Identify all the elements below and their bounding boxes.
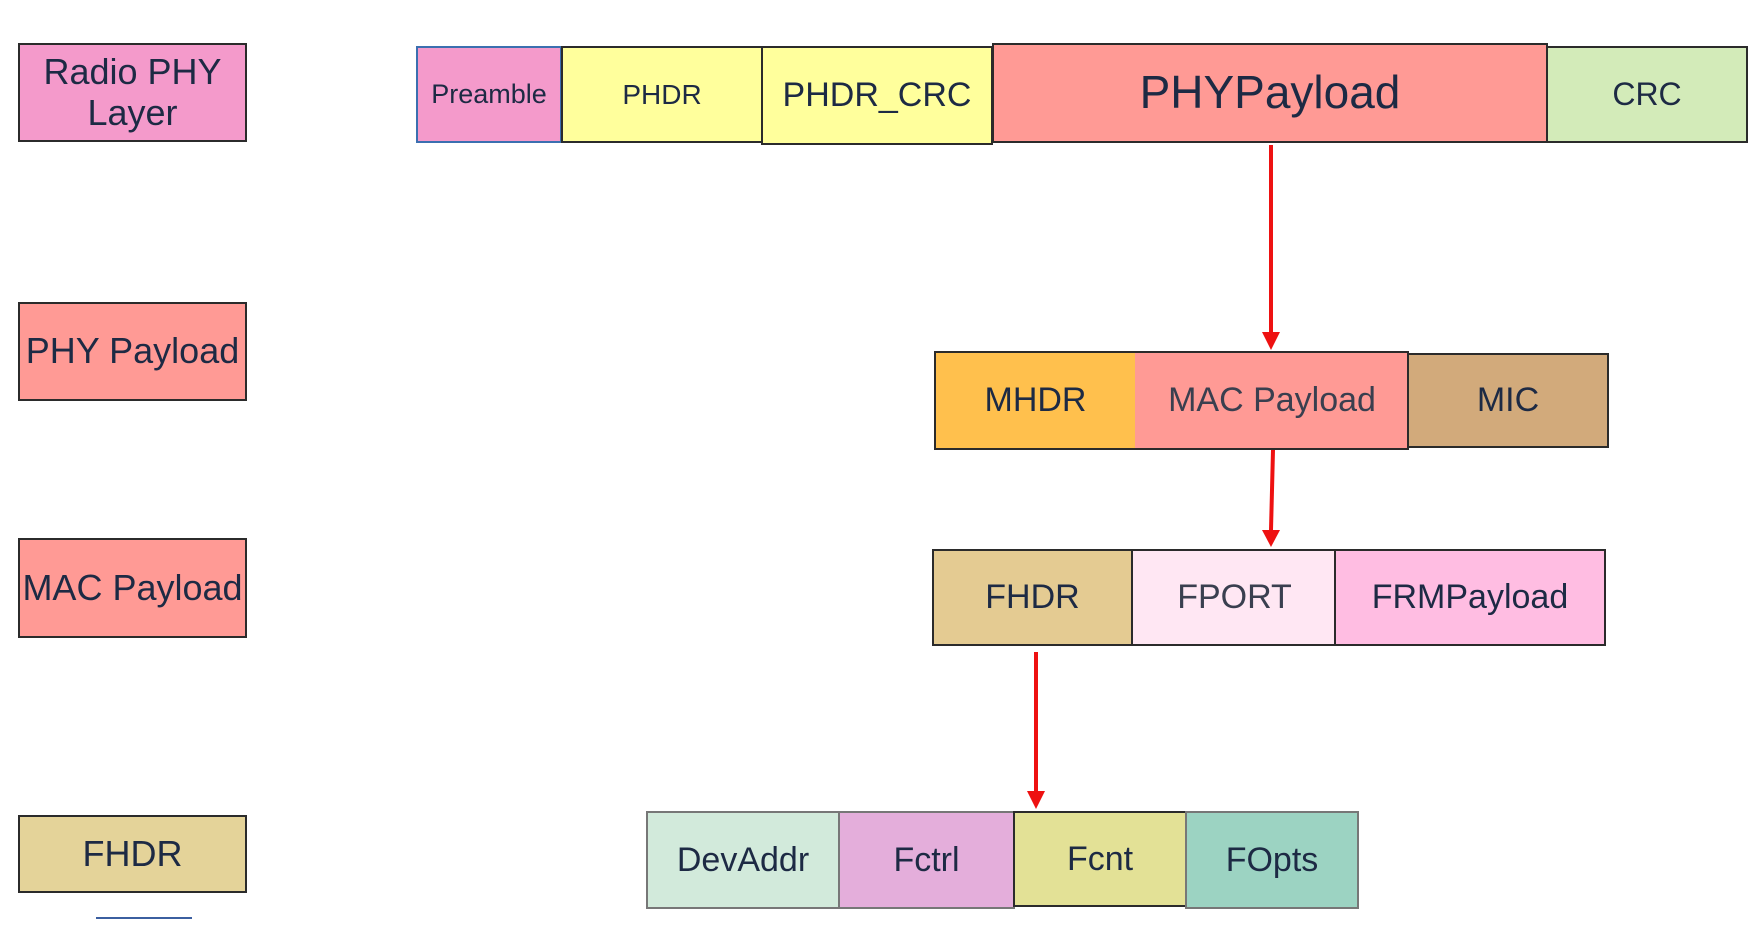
segment-frmpayload: FRMPayload bbox=[1334, 549, 1606, 646]
segment-crc-text: CRC bbox=[1612, 75, 1682, 112]
segment-frmpayload-text: FRMPayload bbox=[1371, 578, 1569, 617]
segment-fport-text: FPORT bbox=[1177, 578, 1292, 617]
segment-mic-text: MIC bbox=[1476, 381, 1540, 420]
segment-mac-payload-text: MAC Payload bbox=[1168, 381, 1376, 420]
segment-fctrl: Fctrl bbox=[838, 811, 1015, 909]
segment-phypayload: PHYPayload bbox=[992, 43, 1548, 143]
segment-fopts-text: FOpts bbox=[1225, 840, 1319, 879]
layer-label-radio-phy: Radio PHY Layer bbox=[18, 43, 247, 142]
segment-mhdr: MHDR bbox=[934, 351, 1137, 450]
layer-label-phy-payload: PHY Payload bbox=[18, 302, 247, 401]
layer-label-fhdr-text: FHDR bbox=[82, 832, 183, 874]
segment-devaddr: DevAddr bbox=[646, 811, 840, 909]
segment-preamble-text: Preamble bbox=[431, 79, 547, 110]
arrow-phypayload-to-mac-head bbox=[1262, 332, 1280, 350]
segment-phypayload-text: PHYPayload bbox=[1139, 66, 1401, 119]
segment-mic: MIC bbox=[1407, 353, 1609, 448]
segment-devaddr-text: DevAddr bbox=[676, 840, 810, 879]
layer-label-mac-payload-text: MAC Payload bbox=[22, 566, 243, 608]
segment-mac-payload: MAC Payload bbox=[1135, 351, 1409, 450]
arrow-mac-payload-to-fhdr-head bbox=[1262, 530, 1280, 547]
segment-phdr: PHDR bbox=[561, 46, 763, 143]
segment-fctrl-text: Fctrl bbox=[893, 840, 960, 879]
segment-mhdr-text: MHDR bbox=[984, 381, 1087, 420]
segment-phdr-text: PHDR bbox=[622, 78, 702, 110]
segment-preamble: Preamble bbox=[416, 46, 562, 143]
separator-line bbox=[96, 917, 192, 919]
arrow-mac-payload-to-fhdr bbox=[1269, 449, 1275, 531]
segment-fport: FPORT bbox=[1133, 549, 1336, 646]
layer-label-phy-payload-text: PHY Payload bbox=[25, 330, 240, 372]
segment-fhdr-text: FHDR bbox=[985, 578, 1080, 617]
layer-label-fhdr: FHDR bbox=[18, 815, 247, 893]
segment-fopts: FOpts bbox=[1185, 811, 1359, 909]
segment-phdr-crc-text: PHDR_CRC bbox=[782, 76, 972, 115]
segment-crc: CRC bbox=[1546, 46, 1748, 143]
layer-label-radio-phy-text: Radio PHY Layer bbox=[43, 51, 222, 133]
segment-fcnt: Fcnt bbox=[1013, 811, 1187, 907]
segment-fcnt-text: Fcnt bbox=[1066, 839, 1134, 878]
segment-phdr-crc: PHDR_CRC bbox=[761, 46, 993, 145]
segment-fhdr: FHDR bbox=[932, 549, 1133, 646]
arrow-fhdr-to-fcnt-head bbox=[1027, 791, 1045, 809]
layer-label-mac-payload: MAC Payload bbox=[18, 538, 247, 638]
